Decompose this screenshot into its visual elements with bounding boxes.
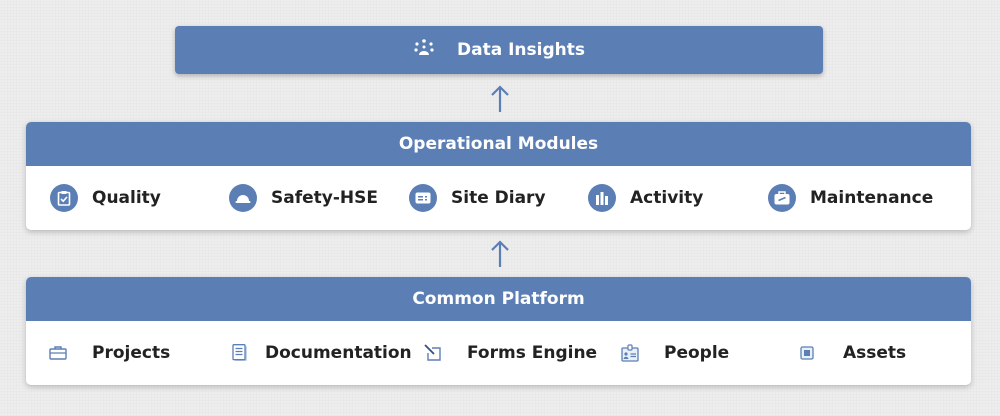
briefcase-icon: [48, 343, 68, 363]
module-label: Safety-HSE: [271, 188, 378, 208]
arrow-up-icon: [491, 240, 509, 267]
platform-forms-engine[interactable]: Forms Engine: [423, 321, 597, 385]
clipboard-check-icon: [50, 184, 78, 212]
toolbox-icon: [768, 184, 796, 212]
platform-label: Projects: [92, 343, 171, 363]
module-activity[interactable]: Activity: [588, 166, 703, 230]
module-label: Quality: [92, 188, 161, 208]
module-label: Activity: [630, 188, 704, 208]
id-badge-icon: [620, 343, 640, 363]
module-site-diary[interactable]: Site Diary: [409, 166, 546, 230]
common-platform-panel: Common Platform Projects Documentation F…: [26, 277, 971, 385]
platform-assets[interactable]: Assets: [797, 321, 906, 385]
platform-people[interactable]: People: [620, 321, 729, 385]
platform-projects[interactable]: Projects: [48, 321, 170, 385]
asset-square-icon: [797, 343, 817, 363]
platform-label: People: [664, 343, 730, 363]
module-quality[interactable]: Quality: [50, 166, 161, 230]
hard-hat-icon: [229, 184, 257, 212]
operational-modules-title: Operational Modules: [26, 122, 971, 166]
module-maintenance[interactable]: Maintenance: [768, 166, 933, 230]
arrow-up-icon: [491, 85, 509, 112]
module-label: Maintenance: [810, 188, 934, 208]
platform-documentation[interactable]: Documentation: [230, 321, 412, 385]
data-insights-label: Data Insights: [457, 40, 585, 60]
platform-label: Documentation: [265, 343, 412, 363]
platform-label: Forms Engine: [467, 343, 598, 363]
bar-chart-icon: [588, 184, 616, 212]
operational-modules-panel: Operational Modules Quality Safety-HSE S…: [26, 122, 971, 230]
form-pen-icon: [423, 343, 443, 363]
platform-label: Assets: [843, 343, 907, 363]
module-safety-hse[interactable]: Safety-HSE: [229, 166, 378, 230]
module-label: Site Diary: [451, 188, 546, 208]
common-platform-title: Common Platform: [26, 277, 971, 321]
document-icon: [230, 343, 250, 363]
diary-card-icon: [409, 184, 437, 212]
insights-icon: [413, 38, 435, 62]
data-insights-box: Data Insights: [175, 26, 823, 74]
